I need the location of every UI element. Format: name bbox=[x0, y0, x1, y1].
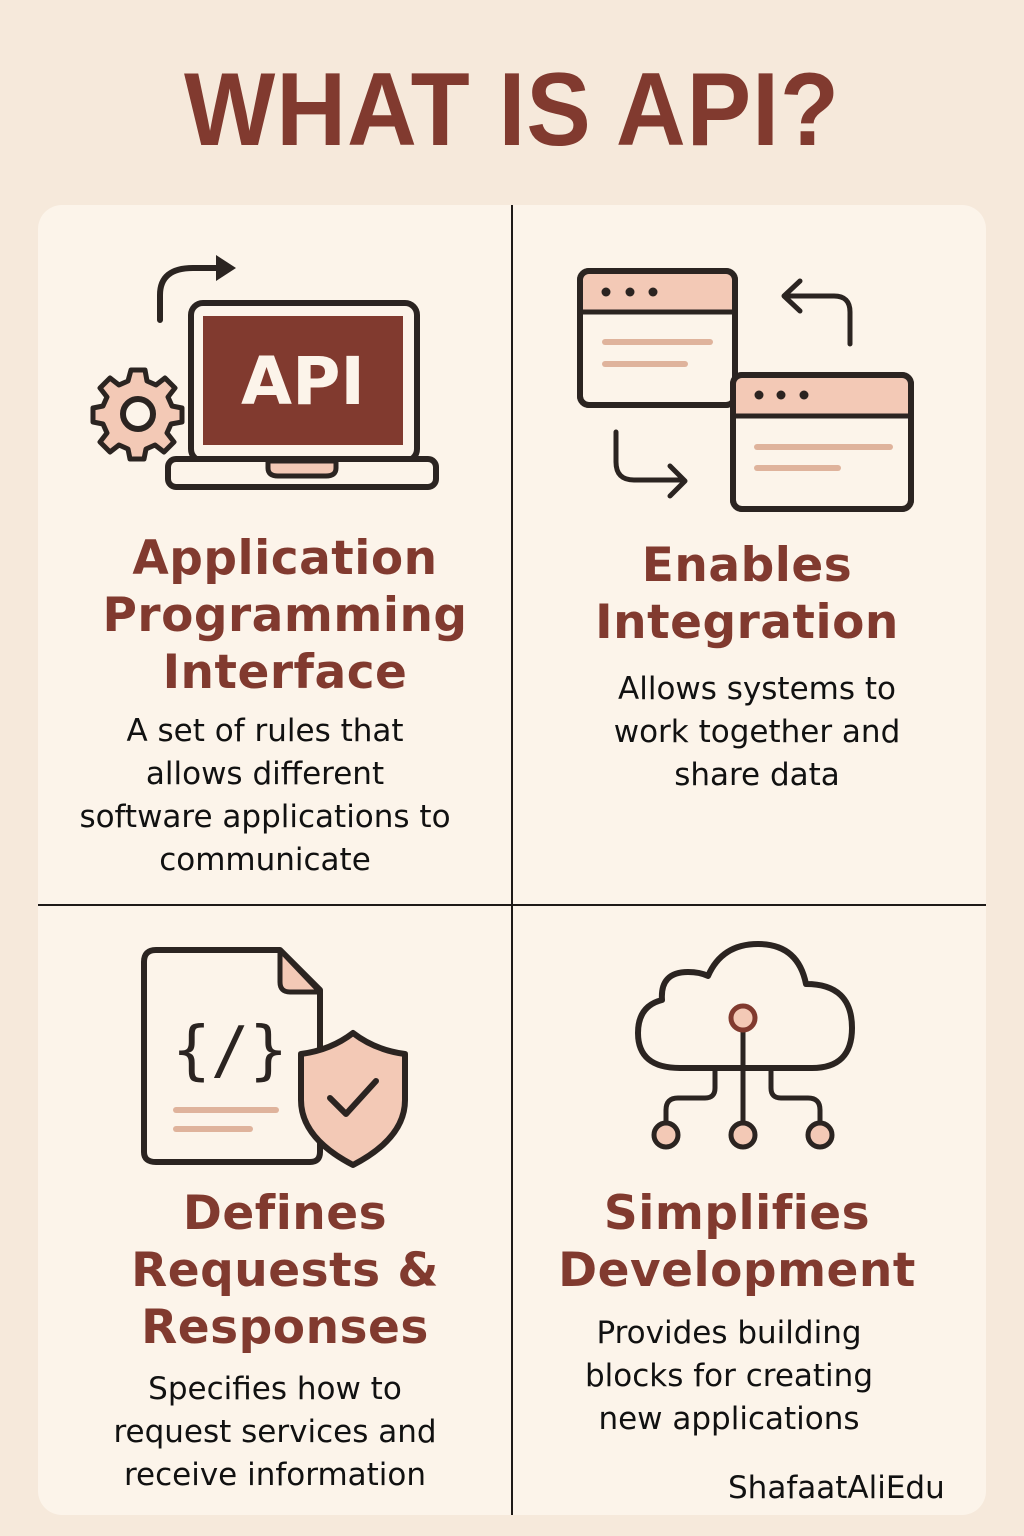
code-document-shield-icon: {/} bbox=[141, 947, 408, 1168]
watermark: ShafaatAliEdu bbox=[728, 1470, 945, 1506]
quadrant-description: Specifies how to request services and re… bbox=[113, 1371, 437, 1493]
browser-windows-exchange-icon bbox=[577, 268, 914, 512]
quadrant-heading: Defines Requests & Responses bbox=[131, 1186, 439, 1355]
cloud-network-icon bbox=[635, 941, 855, 1150]
svg-text:API: API bbox=[241, 343, 365, 420]
horizontal-divider bbox=[38, 904, 986, 906]
vertical-divider bbox=[511, 205, 513, 1515]
svg-text:{/}: {/} bbox=[172, 1014, 288, 1088]
quadrant-heading: Application Programming Interface bbox=[102, 531, 468, 700]
quadrant-description: Allows systems to work together and shar… bbox=[613, 671, 901, 793]
page-title: WHAT IS API? bbox=[184, 52, 840, 168]
quadrant-description: Provides building blocks for creating ne… bbox=[584, 1315, 873, 1437]
quadrant-heading: Simplifies Development bbox=[558, 1186, 916, 1298]
quadrant-description: A set of rules that allows different sof… bbox=[79, 713, 451, 878]
laptop-api-icon: API bbox=[90, 255, 439, 490]
quadrant-heading: Enables Integration bbox=[595, 538, 899, 650]
